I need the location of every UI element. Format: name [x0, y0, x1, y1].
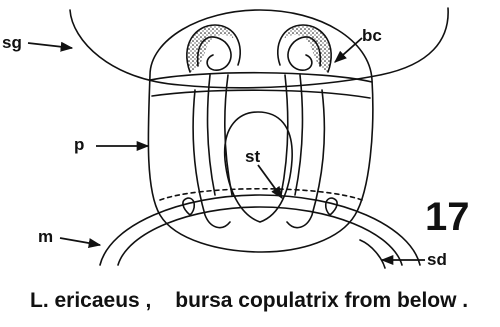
- sd-outline: [360, 240, 385, 268]
- label-sd: sd: [427, 251, 447, 268]
- label-p: p: [74, 136, 84, 153]
- sg-arrow: [28, 43, 72, 48]
- m-arrow: [60, 238, 100, 245]
- st-arrow: [258, 165, 282, 198]
- label-m: m: [38, 228, 53, 245]
- caption-species: L. ericaeus ,: [30, 289, 151, 312]
- caption-description: bursa copulatrix from below .: [175, 289, 468, 312]
- label-bc: bc: [362, 27, 382, 44]
- figure-caption: L. ericaeus , bursa copulatrix from belo…: [30, 289, 468, 313]
- label-sg: sg: [2, 34, 22, 51]
- m-outline: [100, 195, 420, 265]
- label-st: st: [245, 148, 260, 165]
- sg-outline: [70, 8, 448, 88]
- figure-number: 17: [425, 197, 470, 237]
- bc-arrow: [335, 38, 362, 62]
- p-outline: [148, 10, 373, 252]
